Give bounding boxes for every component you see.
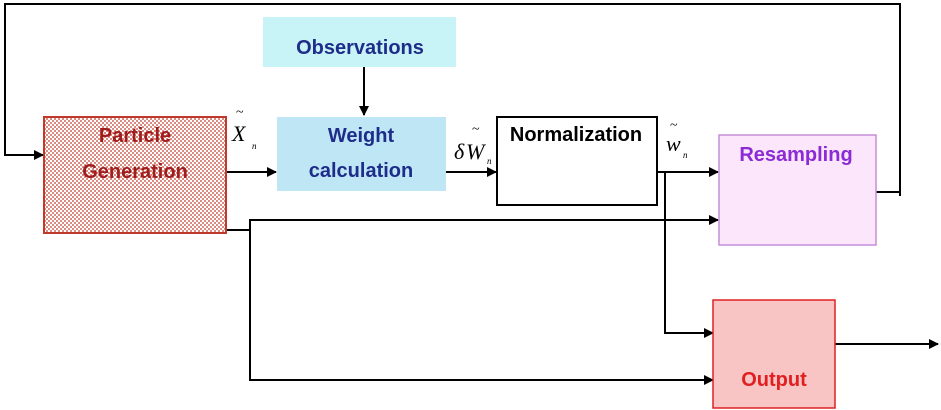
delta-w-sub: n [487, 156, 492, 166]
w-tilde-main: w [666, 131, 681, 156]
observations-label: Observations [296, 37, 424, 59]
particle-generation-label-line1: Particle [99, 125, 171, 147]
normalization-label: Normalization [510, 124, 642, 146]
particle-generation-block: Particle Generation [43, 116, 227, 234]
delta-w-prefix: δ [454, 139, 465, 164]
particle-to-resampling-line [226, 215, 719, 231]
w-tilde-label: ~ w n [666, 118, 688, 160]
delta-w-tilde-label: δ ~ W n [454, 122, 492, 166]
normalization-box [496, 116, 658, 206]
weight-calculation-block: Weight calculation [277, 117, 446, 191]
x-tilde-sub: n [252, 141, 257, 151]
observations-box [263, 17, 456, 67]
resampling-box [718, 134, 877, 246]
delta-w-main: W [466, 139, 486, 164]
connectors [4, 3, 939, 385]
normalization-block: Normalization [496, 116, 658, 206]
observations-block: Observations [263, 17, 456, 67]
w-tilde-mark: ~ [670, 118, 678, 133]
resampling-block: Resampling [718, 134, 877, 246]
x-tilde-label: ~ X n [231, 105, 257, 151]
weight-calculation-box [277, 117, 446, 191]
output-box [712, 299, 836, 409]
output-block: Output [712, 299, 836, 409]
feedback-loop-line [4, 3, 901, 193]
normalization-to-output-line [664, 172, 714, 338]
particle-to-output-line [249, 230, 714, 385]
x-tilde-main: X [231, 121, 247, 146]
particle-generation-box [43, 116, 227, 234]
w-tilde-sub: n [683, 150, 688, 160]
particle-generation-label-line2: Generation [82, 161, 188, 183]
delta-w-tilde-mark: ~ [472, 122, 480, 137]
output-label: Output [741, 369, 807, 391]
resampling-label: Resampling [739, 144, 852, 166]
weight-calculation-label-line2: calculation [309, 160, 413, 182]
x-tilde-mark: ~ [236, 105, 244, 120]
weight-calculation-label-line1: Weight [328, 125, 395, 147]
